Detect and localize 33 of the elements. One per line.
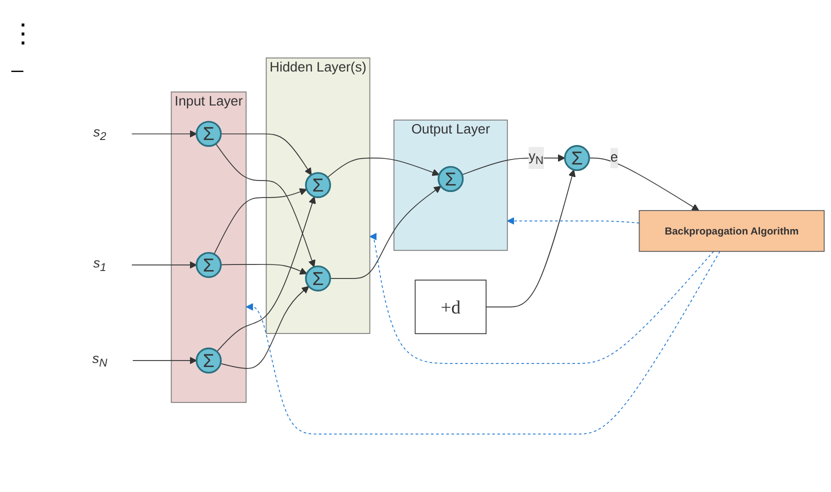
node-circle: Σ <box>438 166 464 192</box>
arrow <box>220 133 312 176</box>
arrow <box>131 130 197 138</box>
node-circle: Σ <box>305 172 332 198</box>
edge-label: e <box>610 150 618 165</box>
arrow <box>246 250 720 434</box>
edge-label: y$_{N}$ <box>528 149 544 167</box>
arrow <box>462 154 566 176</box>
node-box: +d <box>414 280 487 334</box>
node-circle: Σ <box>196 120 222 147</box>
arrow <box>214 188 307 255</box>
arrow <box>215 143 316 268</box>
arrow <box>216 196 316 352</box>
arrow <box>220 286 310 369</box>
arrow <box>507 217 640 225</box>
node-text: s$_{N}$ <box>92 352 108 370</box>
arrow <box>588 158 700 211</box>
node-circle: Σ <box>305 265 332 292</box>
arrow <box>486 169 576 308</box>
arrow <box>132 356 197 364</box>
node-text: s$_{1}$ <box>93 256 106 274</box>
node-circle: Σ <box>564 145 590 172</box>
arrow <box>220 264 308 275</box>
node-text: s$_{2}$ <box>93 125 106 142</box>
arrow <box>330 186 442 279</box>
arrow <box>327 158 440 178</box>
node-circle: Σ <box>196 348 222 374</box>
arrow <box>369 232 714 364</box>
arrow <box>131 261 197 269</box>
node-circle: Σ <box>196 252 222 278</box>
symbol-label: − <box>10 57 26 87</box>
symbol-label: ⋮ <box>10 18 37 49</box>
node-box: Backpropagation Algorithm <box>638 210 825 252</box>
